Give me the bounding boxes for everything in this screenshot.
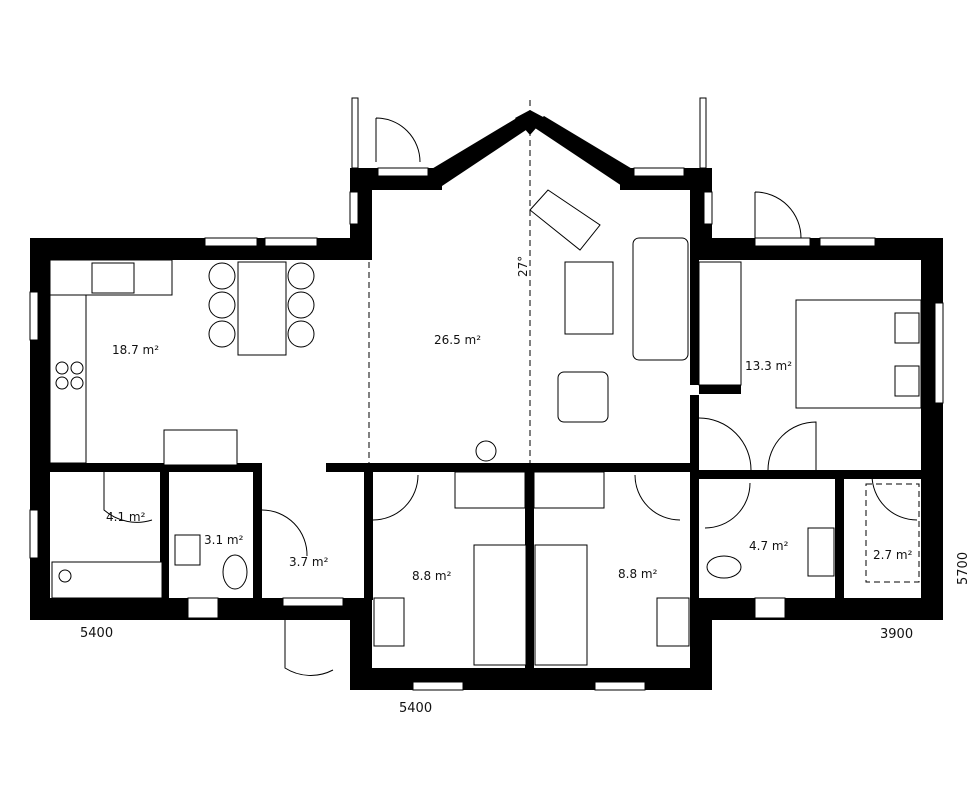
room-area-closet: 2.7 m² bbox=[873, 548, 913, 562]
bed-left bbox=[473, 544, 527, 666]
room-area-master-bedroom: 13.3 m² bbox=[745, 359, 792, 373]
toilet-icon bbox=[706, 555, 742, 579]
interior-walls bbox=[50, 260, 921, 668]
armchair bbox=[557, 371, 609, 423]
exterior-walls bbox=[30, 110, 943, 690]
washbasin-icon bbox=[807, 527, 835, 577]
windows bbox=[29, 97, 944, 691]
room-area-living: 26.5 m² bbox=[434, 333, 481, 347]
sofa bbox=[632, 237, 689, 361]
fireplace-icon bbox=[475, 440, 497, 462]
bed-right bbox=[534, 544, 588, 666]
room-area-kitchen: 18.7 m² bbox=[112, 343, 159, 357]
room-area-bathroom: 4.7 m² bbox=[749, 539, 789, 553]
desk-right bbox=[656, 597, 690, 647]
coffee-table bbox=[564, 261, 614, 335]
dimension-center: 5400 bbox=[399, 701, 432, 716]
room-area-utility: 4.1 m² bbox=[106, 510, 146, 524]
dimension-left-wing: 5400 bbox=[80, 626, 113, 641]
room-area-bedroom-right: 8.8 m² bbox=[618, 567, 658, 581]
dining-table bbox=[237, 261, 287, 356]
dimension-right-wing: 3900 bbox=[880, 627, 913, 642]
room-area-bedroom-left: 8.8 m² bbox=[412, 569, 452, 583]
dimension-depth: 5700 bbox=[956, 552, 971, 585]
kitchen-sink-icon bbox=[91, 262, 135, 294]
wardrobe bbox=[698, 261, 742, 386]
room-area-hall: 3.7 m² bbox=[289, 555, 329, 569]
furniture bbox=[49, 189, 922, 666]
dimension-labels: 5400 5400 3900 5700 bbox=[80, 552, 971, 716]
armchair bbox=[529, 189, 601, 251]
desk-left bbox=[373, 597, 405, 647]
room-labels: 18.7 m² 26.5 m² 13.3 m² 4.1 m² 3.1 m² 3.… bbox=[106, 256, 913, 583]
toilet-icon bbox=[222, 554, 248, 590]
room-area-wc: 3.1 m² bbox=[204, 533, 244, 547]
doors bbox=[103, 100, 918, 676]
angle-label: 27° bbox=[516, 256, 530, 277]
